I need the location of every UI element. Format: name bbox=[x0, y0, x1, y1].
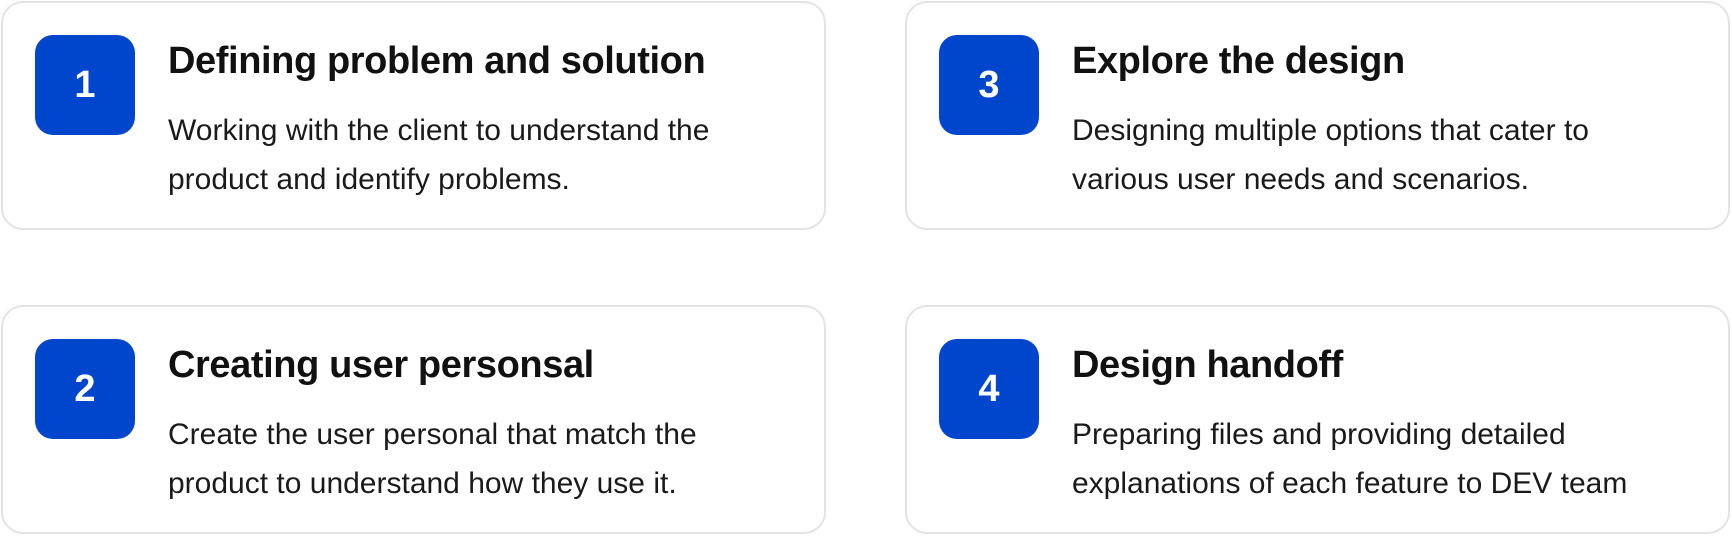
step-card-2: 2 Creating user personsal Create the use… bbox=[1, 305, 826, 534]
step-card-1: 1 Defining problem and solution Working … bbox=[1, 1, 826, 230]
step-title: Creating user personsal bbox=[168, 344, 594, 386]
step-number-badge: 1 bbox=[35, 35, 135, 135]
step-description: Create the user personal that match the … bbox=[168, 418, 697, 500]
step-title: Defining problem and solution bbox=[168, 40, 706, 82]
step-title: Design handoff bbox=[1072, 344, 1343, 386]
step-card-4: 4 Design handoff Preparing files and pro… bbox=[905, 305, 1730, 534]
step-card-3: 3 Explore the design Designing multiple … bbox=[905, 1, 1730, 230]
step-description: Preparing files and providing detailed e… bbox=[1072, 418, 1628, 500]
step-number-badge: 4 bbox=[939, 339, 1039, 439]
step-number-badge: 3 bbox=[939, 35, 1039, 135]
step-description: Working with the client to understand th… bbox=[168, 114, 710, 196]
step-description: Designing multiple options that cater to… bbox=[1072, 114, 1589, 196]
step-title: Explore the design bbox=[1072, 40, 1405, 82]
step-number-badge: 2 bbox=[35, 339, 135, 439]
